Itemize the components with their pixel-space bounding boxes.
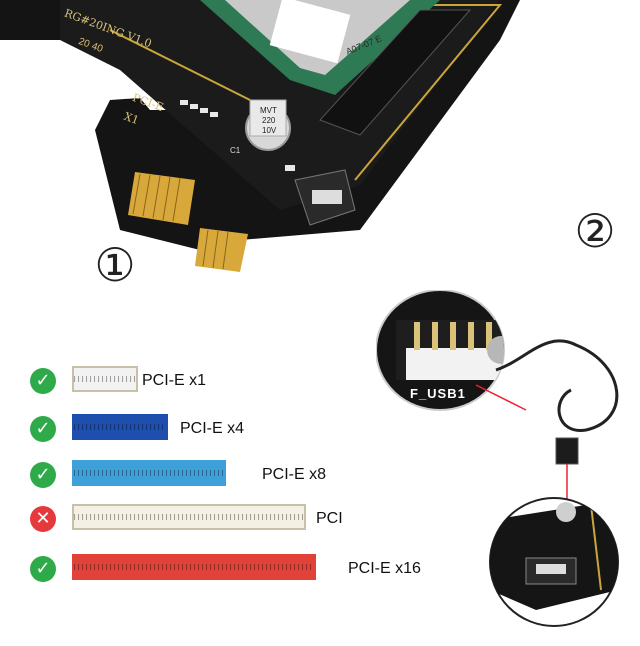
slot-shape bbox=[72, 366, 138, 392]
motherboard-usb-header-illustration bbox=[376, 290, 619, 627]
slot-shape bbox=[72, 414, 168, 440]
usb-header-label: F_USB1 bbox=[410, 386, 466, 401]
slot-shape bbox=[72, 554, 316, 580]
slot-label: PCI-E x8 bbox=[262, 466, 327, 483]
checkmark-icon: ✓ bbox=[30, 462, 56, 488]
cross-icon: ✕ bbox=[30, 506, 56, 532]
pcie-card-illustration bbox=[0, 0, 520, 272]
slot-shape bbox=[72, 460, 226, 486]
checkmark-icon: ✓ bbox=[30, 416, 56, 442]
slot-label: PCI-E x16 bbox=[348, 560, 421, 577]
step-two-marker: ② bbox=[574, 204, 616, 258]
slot-shape bbox=[72, 504, 306, 530]
slot-label: PCI bbox=[316, 510, 343, 527]
capacitor-text-line-3: 10V bbox=[262, 126, 277, 135]
step-one-marker: ① bbox=[94, 238, 136, 292]
capacitor-text-line-2: 220 bbox=[262, 116, 276, 125]
slot-compatibility-row: ✓ PCI-E x1 bbox=[30, 362, 450, 402]
checkmark-icon: ✓ bbox=[30, 556, 56, 582]
slot-compatibility-row: ✓ PCI-E x16 bbox=[30, 550, 450, 590]
checkmark-icon: ✓ bbox=[30, 368, 56, 394]
capacitor-text-line-1: MVT bbox=[260, 106, 277, 115]
slot-compatibility-row: ✕ PCI bbox=[30, 500, 450, 540]
slot-label: PCI-E x1 bbox=[142, 372, 207, 389]
capacitor-ref-label: C1 bbox=[230, 146, 241, 155]
slot-compatibility-row: ✓ PCI-E x8 bbox=[30, 456, 450, 496]
slot-label: PCI-E x4 bbox=[180, 420, 245, 437]
slot-compatibility-row: ✓ PCI-E x4 bbox=[30, 410, 450, 450]
